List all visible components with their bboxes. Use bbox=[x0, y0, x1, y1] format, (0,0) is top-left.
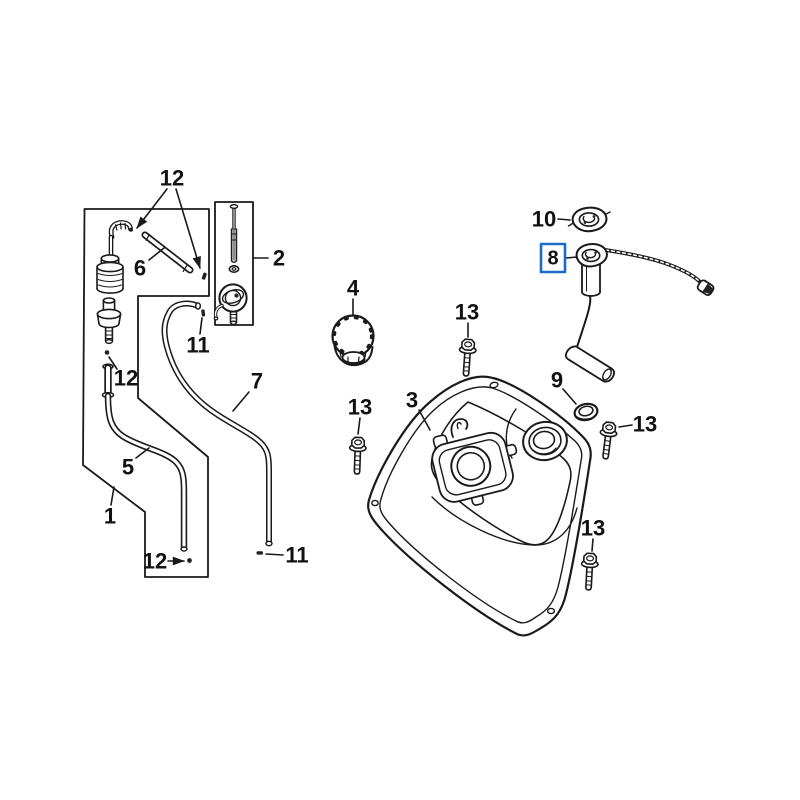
callout-13-right: 13 bbox=[633, 412, 657, 437]
tank-outer-flange bbox=[367, 375, 592, 637]
clip-dot bbox=[129, 227, 133, 232]
clip-12-lower bbox=[187, 558, 192, 563]
callout-10: 10 bbox=[532, 207, 556, 232]
callout-12-top: 12 bbox=[160, 166, 184, 191]
part-9-grommet bbox=[573, 402, 599, 422]
leader-lines bbox=[108, 188, 633, 566]
clip-12-middle bbox=[104, 350, 110, 355]
sender-wire bbox=[604, 248, 705, 287]
sender-flange bbox=[575, 243, 608, 268]
callout-13-bottom: 13 bbox=[581, 516, 605, 541]
tank-face-seam bbox=[431, 496, 578, 546]
part-4-fuel-cap bbox=[331, 314, 375, 367]
callout-8-highlight[interactable]: 8 bbox=[539, 242, 567, 274]
callout-9: 9 bbox=[551, 368, 563, 393]
bracket-hook-curl bbox=[456, 421, 462, 430]
sender-cylinder bbox=[581, 263, 601, 293]
bracket-hook bbox=[450, 418, 469, 438]
bolt-13-bottom bbox=[579, 552, 600, 592]
callout-1: 1 bbox=[104, 504, 116, 529]
callout-7: 7 bbox=[251, 369, 263, 394]
part-3-fuel-tank bbox=[367, 375, 592, 637]
part-6-tube bbox=[141, 231, 194, 274]
part-2-petcock-assembly bbox=[213, 203, 248, 326]
fuel-valve-assembly bbox=[96, 220, 133, 355]
flange-hole bbox=[371, 499, 379, 507]
bolt-13-right bbox=[596, 420, 619, 461]
part-5-fuel-tube bbox=[101, 363, 188, 552]
callout-11-upper: 11 bbox=[186, 333, 209, 358]
float-arm bbox=[576, 295, 592, 348]
flange-hole bbox=[546, 607, 556, 615]
part-7-fuel-hose bbox=[161, 300, 273, 547]
part-1-bracket-outline bbox=[82, 208, 210, 578]
callout-13-top: 13 bbox=[455, 300, 479, 325]
pump-mount-plate bbox=[431, 431, 518, 506]
callout-12-bottom: 12 bbox=[143, 549, 167, 574]
float bbox=[565, 345, 615, 383]
callout-3: 3 bbox=[406, 388, 418, 413]
wire-connector bbox=[696, 279, 715, 296]
highlight-box bbox=[539, 242, 567, 274]
callout-8: 8 bbox=[547, 248, 558, 270]
callout-11-lower: 11 bbox=[285, 543, 308, 568]
bolt-13-left bbox=[347, 436, 368, 476]
callout-12-middle: 12 bbox=[114, 366, 138, 391]
clip-11-upper bbox=[201, 309, 206, 317]
part-10-lock-ring bbox=[567, 206, 611, 233]
bolt-13-top bbox=[456, 338, 478, 378]
callout-2: 2 bbox=[273, 246, 285, 271]
callout-5: 5 bbox=[122, 455, 134, 480]
callout-4: 4 bbox=[347, 276, 360, 301]
callout-13-left: 13 bbox=[348, 395, 372, 420]
tank-inner-seam bbox=[379, 386, 583, 624]
hose-clip-ticks bbox=[114, 222, 127, 231]
filler-neck bbox=[522, 420, 568, 462]
part-8-fuel-sender bbox=[565, 243, 715, 383]
callout-6: 6 bbox=[134, 256, 146, 281]
flange-hole bbox=[489, 381, 499, 389]
clip-12-upper bbox=[201, 272, 207, 280]
clip-11-lower bbox=[256, 551, 263, 555]
